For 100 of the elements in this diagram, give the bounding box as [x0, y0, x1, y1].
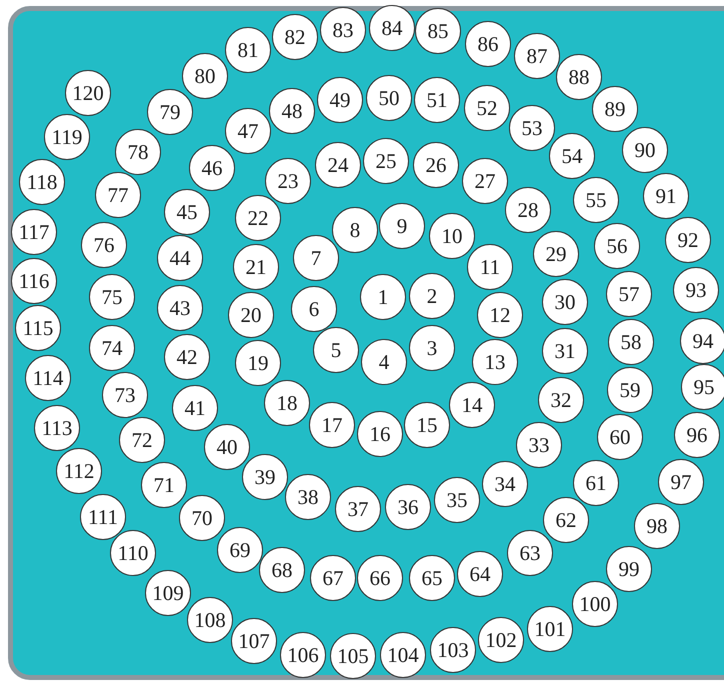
- number-label: 112: [64, 460, 94, 482]
- number-label: 99: [618, 558, 640, 580]
- number-label: 114: [32, 368, 64, 388]
- number-label: 92: [678, 230, 698, 250]
- number-label: 15: [416, 414, 438, 436]
- number-label: 32: [550, 390, 572, 410]
- number-label: 53: [522, 118, 542, 138]
- number-label: 79: [160, 102, 180, 122]
- number-label: 106: [287, 644, 319, 666]
- number-label: 89: [604, 98, 626, 120]
- number-label: 22: [248, 208, 268, 228]
- number-label: 12: [490, 304, 510, 326]
- number-label: 75: [102, 286, 122, 308]
- number-label: 76: [94, 234, 114, 256]
- number-label: 29: [546, 244, 566, 264]
- number-label: 3: [426, 338, 438, 358]
- number-label: 85: [428, 20, 448, 42]
- number-label: 43: [170, 298, 190, 318]
- number-label: 56: [606, 236, 628, 256]
- number-label: 4: [378, 352, 390, 372]
- number-label: 94: [692, 330, 714, 352]
- number-label: 41: [184, 398, 206, 418]
- number-label: 26: [426, 154, 446, 176]
- number-label: 117: [18, 222, 50, 242]
- number-label: 93: [686, 280, 706, 300]
- number-label: 27: [474, 170, 496, 192]
- number-label: 90: [634, 140, 656, 160]
- number-label: 18: [276, 392, 298, 414]
- number-label: 45: [176, 202, 198, 222]
- number-label: 60: [610, 426, 630, 448]
- number-label: 28: [518, 200, 538, 220]
- number-label: 101: [534, 618, 566, 640]
- number-label: 72: [132, 430, 152, 450]
- number-label: 109: [152, 582, 184, 604]
- number-label: 34: [494, 474, 516, 494]
- number-label: 19: [248, 352, 268, 374]
- number-label: 49: [330, 90, 350, 110]
- number-label: 67: [322, 568, 344, 588]
- number-label: 58: [620, 332, 642, 352]
- number-label: 70: [192, 508, 212, 528]
- number-label: 6: [308, 298, 320, 320]
- number-label: 97: [670, 472, 692, 492]
- number-label: 96: [686, 424, 708, 446]
- number-label: 31: [554, 340, 576, 362]
- number-label: 77: [108, 184, 128, 206]
- number-label: 30: [554, 292, 576, 312]
- number-label: 17: [322, 414, 342, 436]
- number-label: 115: [22, 318, 54, 338]
- number-label: 9: [396, 216, 408, 236]
- number-label: 35: [446, 490, 468, 510]
- number-label: 11: [480, 256, 500, 278]
- number-label: 14: [462, 394, 482, 416]
- number-label: 119: [52, 126, 82, 148]
- number-label: 16: [370, 424, 390, 444]
- number-label: 80: [194, 66, 216, 86]
- number-label: 74: [102, 338, 122, 358]
- number-label: 47: [238, 120, 258, 142]
- number-label: 42: [176, 346, 198, 368]
- number-label: 111: [88, 506, 118, 528]
- number-label: 65: [422, 568, 442, 588]
- number-label: 1: [378, 286, 388, 308]
- number-label: 120: [72, 82, 104, 104]
- number-label: 84: [382, 18, 402, 38]
- number-label: 113: [42, 418, 72, 438]
- number-label: 51: [426, 90, 448, 110]
- number-label: 100: [579, 594, 611, 614]
- number-label: 61: [586, 472, 606, 494]
- number-label: 63: [520, 542, 540, 564]
- number-label: 69: [230, 540, 250, 560]
- number-label: 95: [694, 376, 714, 398]
- number-label: 116: [18, 270, 50, 292]
- number-label: 7: [310, 248, 322, 268]
- number-label: 62: [556, 510, 576, 530]
- number-label: 86: [478, 34, 498, 54]
- number-label: 87: [526, 46, 548, 66]
- number-label: 39: [254, 466, 276, 488]
- number-label: 20: [240, 304, 262, 326]
- number-label: 88: [568, 66, 590, 88]
- number-label: 8: [350, 220, 360, 240]
- number-label: 52: [476, 98, 498, 118]
- number-label: 50: [378, 88, 400, 108]
- number-label: 37: [348, 498, 368, 520]
- number-label: 33: [528, 434, 550, 456]
- number-label: 57: [618, 284, 640, 304]
- number-label: 2: [426, 286, 438, 306]
- number-label: 102: [485, 630, 517, 650]
- number-label: 23: [278, 170, 298, 192]
- number-label: 55: [586, 190, 606, 210]
- number-label: 73: [114, 384, 136, 406]
- number-label: 68: [272, 560, 292, 580]
- number-label: 103: [437, 640, 469, 660]
- number-label: 118: [26, 172, 58, 192]
- number-label: 81: [238, 40, 258, 60]
- number-label: 105: [337, 646, 369, 666]
- number-label: 40: [216, 436, 238, 458]
- number-label: 54: [562, 146, 582, 166]
- number-label: 59: [620, 380, 640, 400]
- number-label: 107: [238, 630, 270, 652]
- number-label: 13: [484, 352, 506, 372]
- number-label: 25: [376, 150, 396, 172]
